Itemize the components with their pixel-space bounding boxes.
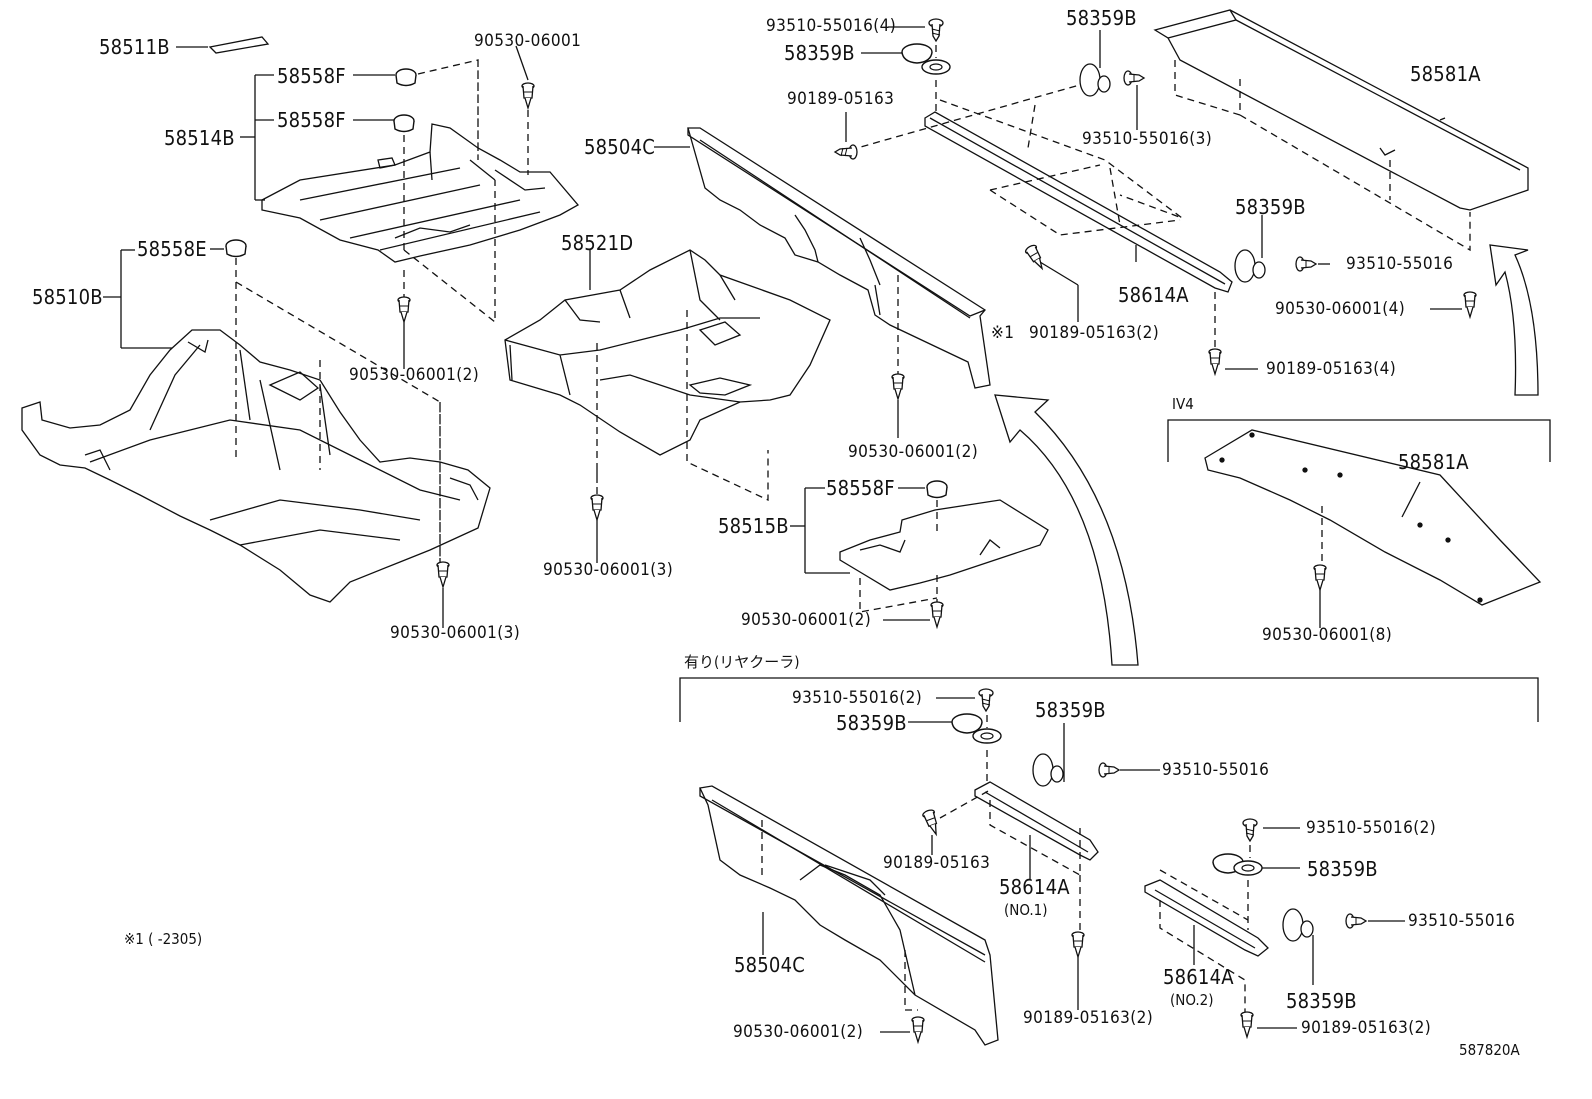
label-58558E[interactable]: 58558E	[137, 237, 207, 261]
label-no2: (NO.2)	[1170, 991, 1214, 1009]
label-93510-55016-x2-right[interactable]: 93510-55016(2)	[1306, 818, 1437, 838]
label-93510-55016-x3[interactable]: 93510-55016(3)	[1082, 129, 1213, 149]
label-90189-05163-x2-lower[interactable]: 90189-05163(2)	[1023, 1008, 1154, 1028]
label-93510-55016-x2-lower[interactable]: 93510-55016(2)	[792, 688, 923, 708]
diagram-id: 587820A	[1459, 1041, 1520, 1059]
label-58614A-upper[interactable]: 58614A	[1118, 283, 1189, 307]
label-90189-05163-lower[interactable]: 90189-05163	[883, 853, 991, 873]
part-58515B-shape	[839, 499, 1049, 591]
label-90189-05163-x4[interactable]: 90189-05163(4)	[1266, 359, 1397, 379]
label-58510B[interactable]: 58510B	[32, 285, 103, 309]
label-58514B[interactable]: 58514B	[164, 126, 235, 150]
label-58359B-cap-lower[interactable]: 58359B	[836, 711, 907, 735]
label-93510-55016-right[interactable]: 93510-55016	[1346, 254, 1454, 274]
label-90530-06001-x3-center[interactable]: 90530-06001(3)	[543, 560, 674, 580]
label-58359B-disc-lower[interactable]: 58359B	[1035, 698, 1106, 722]
label-58558F-lower[interactable]: 58558F	[277, 108, 346, 132]
label-58515B[interactable]: 58515B	[718, 514, 789, 538]
label-58359B-cap-top[interactable]: 58359B	[784, 41, 855, 65]
part-58511B-shape	[208, 36, 270, 54]
group-label-iv4: IV4	[1172, 395, 1194, 413]
label-58359B-cap-right[interactable]: 58359B	[1307, 857, 1378, 881]
assembly-arrow-right	[1489, 244, 1539, 396]
label-no1: (NO.1)	[1004, 901, 1048, 919]
part-58514B-shape	[261, 123, 580, 263]
group-label-rear-cooler: 有り(リヤクーラ)	[684, 653, 800, 671]
footnote: ※1 ( -2305)	[124, 930, 203, 948]
label-90530-06001-x2-left[interactable]: 90530-06001(2)	[349, 365, 480, 385]
label-90530-06001-x8[interactable]: 90530-06001(8)	[1262, 625, 1393, 645]
label-90530-06001-x4[interactable]: 90530-06001(4)	[1275, 299, 1406, 319]
label-90530-06001-x2-lower[interactable]: 90530-06001(2)	[733, 1022, 864, 1042]
label-58511B[interactable]: 58511B	[99, 35, 170, 59]
label-58504C-lower[interactable]: 58504C	[734, 953, 805, 977]
label-58359B-disc-bottom[interactable]: 58359B	[1286, 989, 1357, 1013]
label-58558F-upper[interactable]: 58558F	[277, 64, 346, 88]
label-93510-55016-lower[interactable]: 93510-55016	[1162, 760, 1270, 780]
part-58614A-shape-no2	[1144, 879, 1269, 957]
label-58614A-no2[interactable]: 58614A	[1163, 965, 1234, 989]
label-90189-05163-x2-right[interactable]: 90189-05163(2)	[1301, 1018, 1432, 1038]
label-58581A-lower[interactable]: 58581A	[1398, 450, 1469, 474]
label-93510-55016-bottom-right[interactable]: 93510-55016	[1408, 911, 1516, 931]
part-58614A-shape-no1	[974, 781, 1099, 861]
label-90530-06001-x3-left[interactable]: 90530-06001(3)	[390, 623, 521, 643]
label-93510-55016-x4[interactable]: 93510-55016(4)	[766, 16, 897, 36]
label-58521D[interactable]: 58521D	[561, 231, 634, 255]
footnote-mark: ※1	[991, 323, 1015, 343]
part-58504C-shape-lower	[699, 785, 999, 1046]
part-58510B-shape	[21, 329, 491, 603]
label-58504C-upper[interactable]: 58504C	[584, 135, 655, 159]
label-90530-06001-x2-pad[interactable]: 90530-06001(2)	[741, 610, 872, 630]
label-90530-06001-clip-top[interactable]: 90530-06001	[474, 31, 582, 51]
assembly-arrow-main	[994, 394, 1139, 666]
label-90189-05163-top[interactable]: 90189-05163	[787, 89, 895, 109]
label-58359B-disc-top[interactable]: 58359B	[1066, 6, 1137, 30]
part-58581A-shape-upper	[1153, 9, 1529, 211]
part-58504C-shape-upper	[687, 127, 991, 389]
part-58581A-shape-lower	[1204, 429, 1542, 606]
label-58581A-upper[interactable]: 58581A	[1410, 62, 1481, 86]
label-58614A-no1[interactable]: 58614A	[999, 875, 1070, 899]
label-58558F-pad[interactable]: 58558F	[826, 476, 895, 500]
label-90530-06001-x2-center[interactable]: 90530-06001(2)	[848, 442, 979, 462]
part-58521D-shape	[504, 249, 831, 456]
part-58614A-shape-upper	[924, 111, 1233, 293]
label-58359B-disc-right[interactable]: 58359B	[1235, 195, 1306, 219]
label-90189-05163-x2-top[interactable]: 90189-05163(2)	[1029, 323, 1160, 343]
